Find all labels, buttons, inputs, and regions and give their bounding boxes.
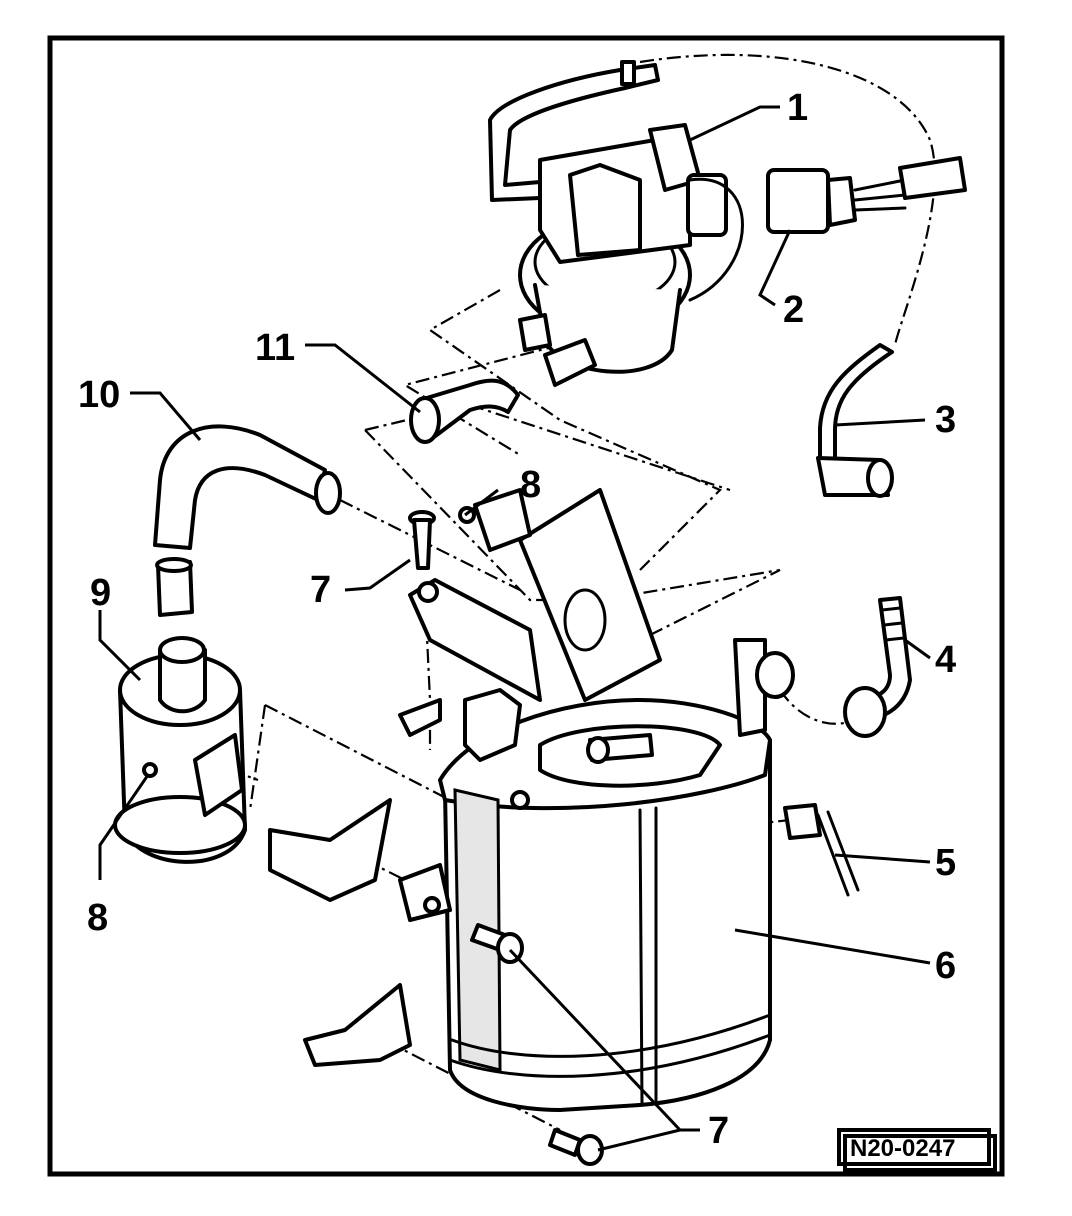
reference-code-box: N20-0247	[837, 1128, 997, 1172]
callout-1: 1	[787, 87, 808, 129]
filter-unit	[113, 636, 247, 864]
reference-code: N20-0247	[850, 1135, 955, 1162]
curved-hose	[153, 424, 342, 617]
callout-2: 2	[783, 289, 804, 331]
lower-bolts	[470, 923, 604, 1166]
callout-11: 11	[255, 327, 295, 369]
leader-lines	[98, 105, 931, 1152]
callout-7-lower: 7	[708, 1110, 729, 1152]
callout-4: 4	[935, 639, 956, 681]
diagram-frame	[47, 35, 1005, 1177]
right-hose	[816, 343, 894, 498]
callout-5: 5	[935, 842, 956, 884]
callout-3: 3	[935, 399, 956, 441]
callout-7-upper: 7	[310, 569, 331, 611]
side-brackets	[268, 798, 452, 1067]
callout-8-upper: 8	[520, 464, 541, 506]
small-hardware	[408, 488, 532, 570]
electrical-connector	[766, 156, 967, 234]
callout-10: 10	[78, 374, 120, 416]
callout-8-lower: 8	[87, 897, 108, 939]
elbow-hose	[409, 378, 520, 444]
pipe-fitting	[843, 596, 912, 738]
charcoal-canister	[438, 638, 795, 1112]
solenoid-valve	[488, 60, 744, 387]
callout-9: 9	[90, 572, 111, 614]
callout-6: 6	[935, 945, 956, 987]
vent-line	[783, 803, 860, 897]
upper-bracket	[398, 488, 662, 737]
callout-labels: 1 2 3 4 5 6 7 7 8 8 9 10 11	[78, 87, 956, 1152]
